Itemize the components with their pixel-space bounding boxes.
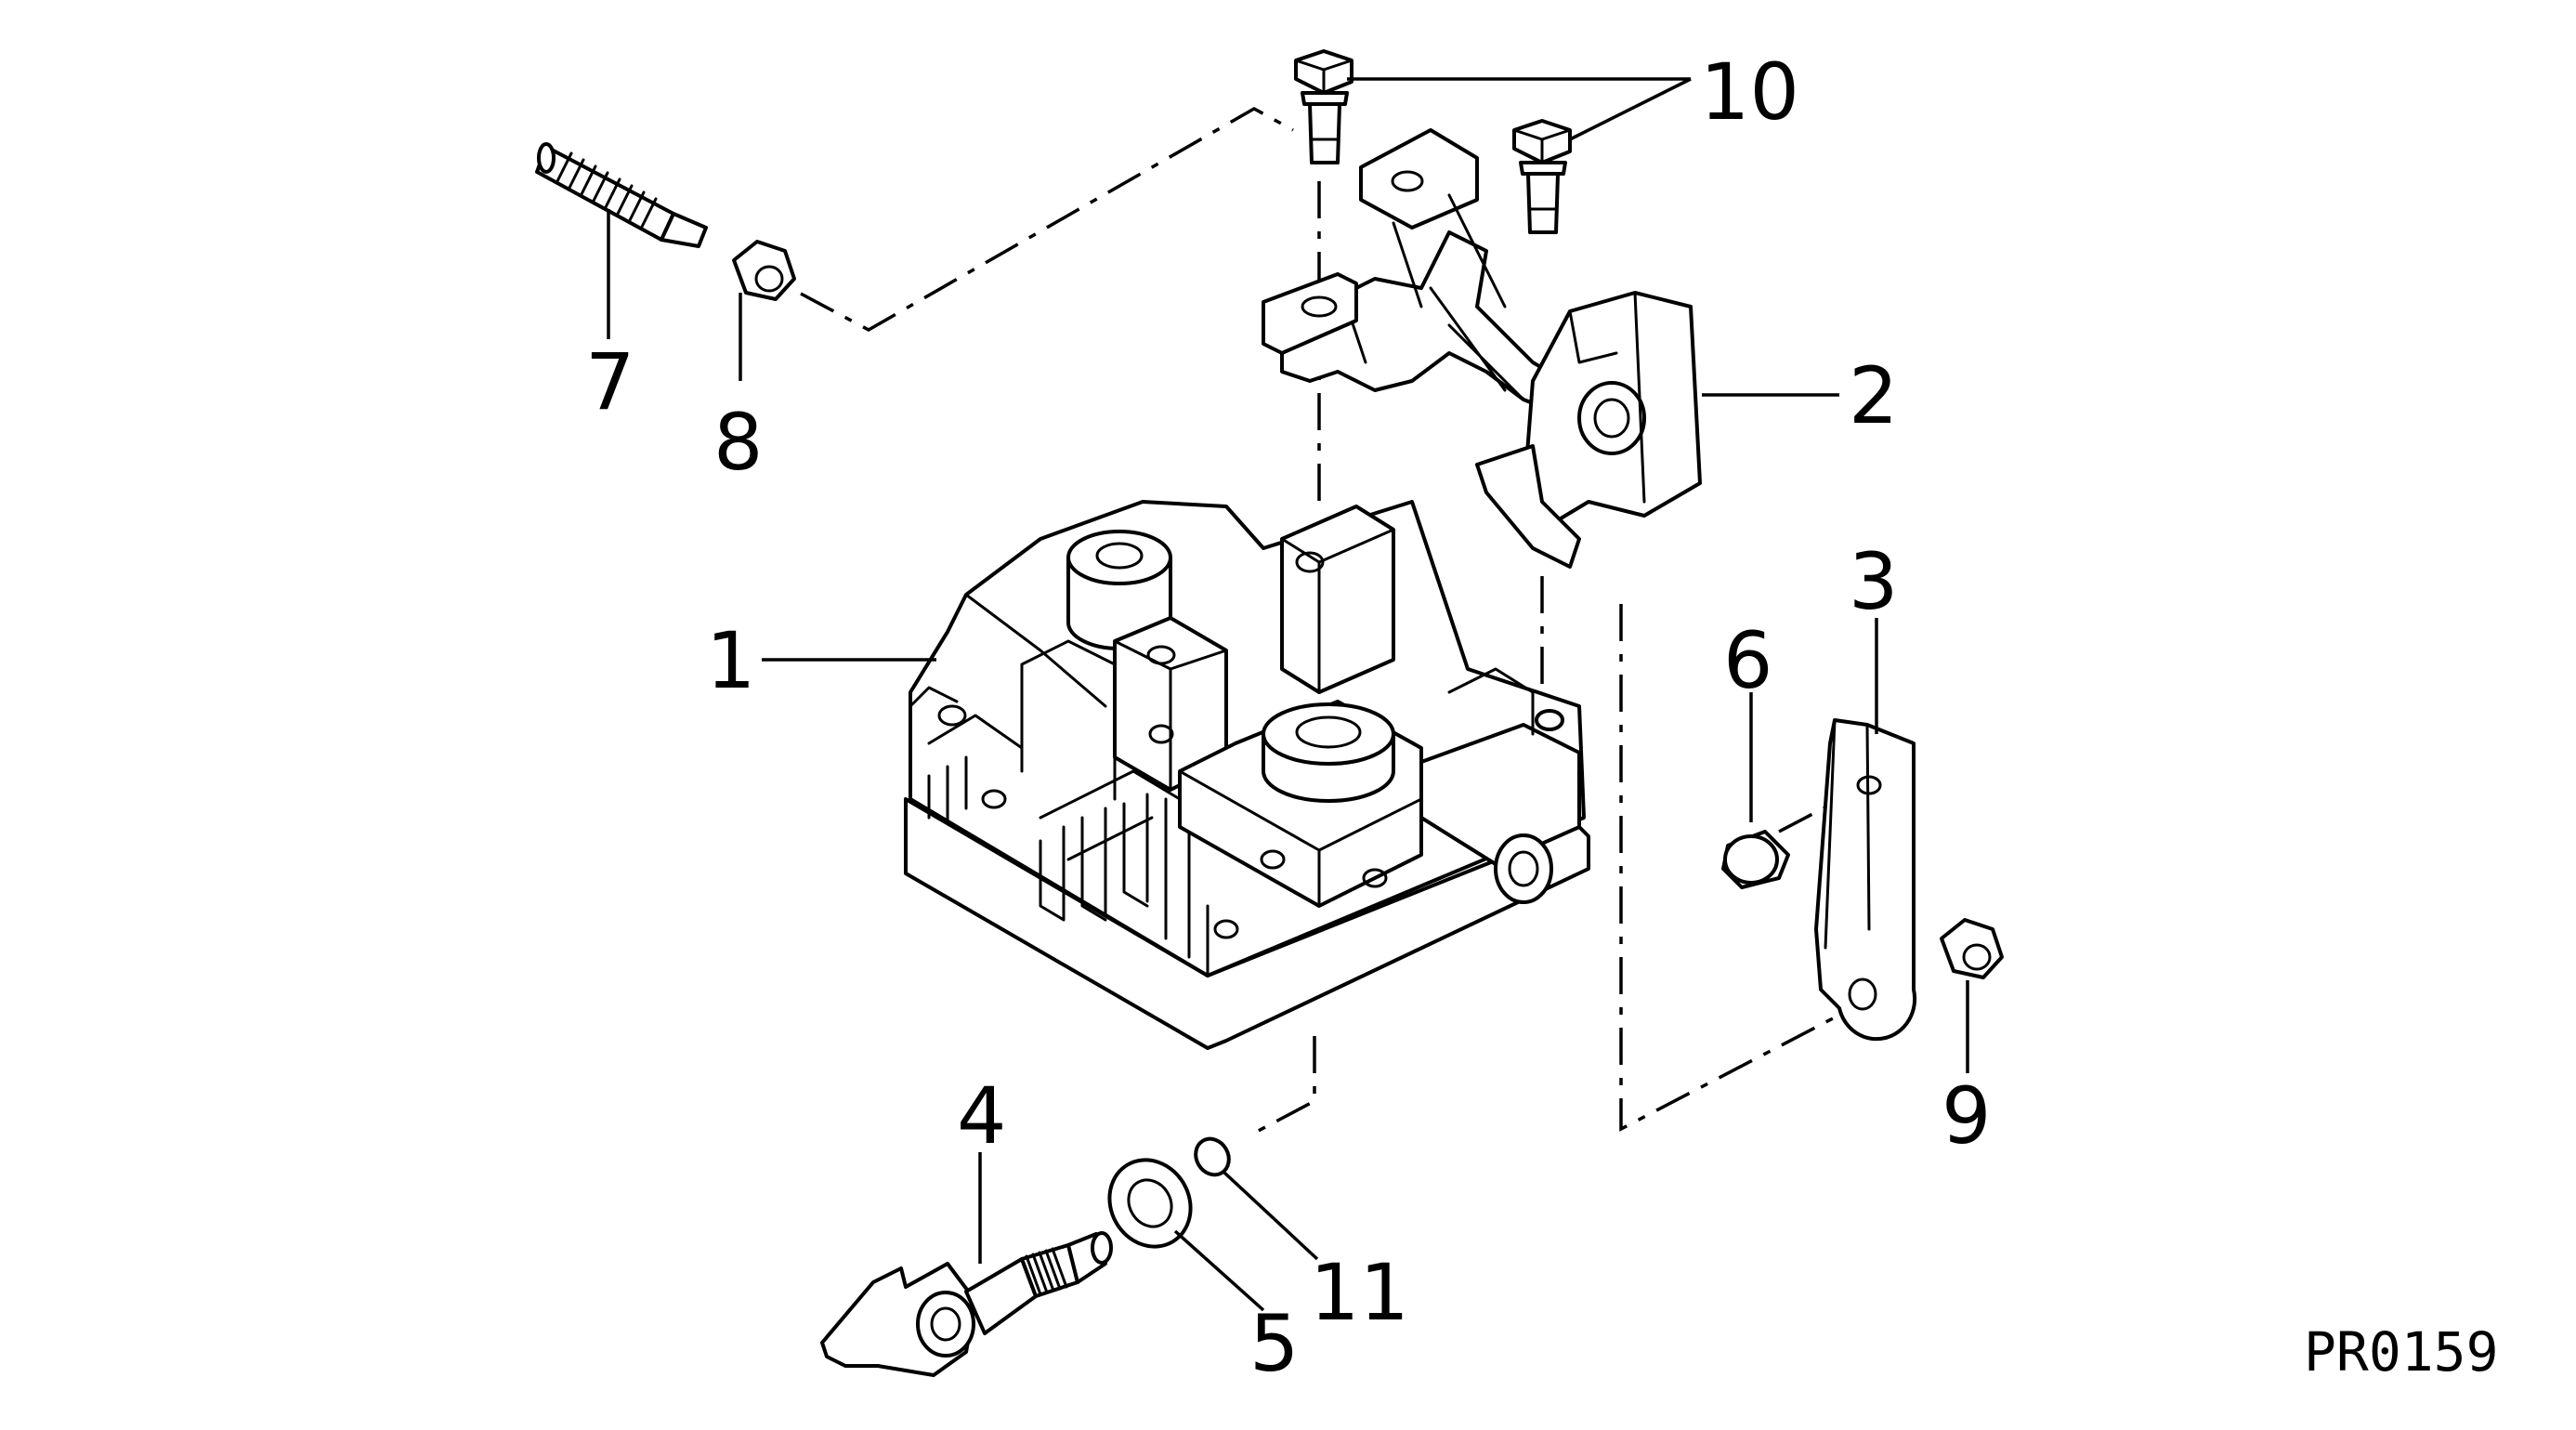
valve-body-holes — [937, 704, 1388, 939]
valve-body-base — [904, 797, 1590, 1050]
leader-5 — [1173, 1229, 1265, 1312]
plate-part — [1814, 618, 1917, 1042]
oring-part — [1194, 1136, 1319, 1261]
callout-7: 7 — [585, 336, 634, 427]
washer-outer — [1107, 1158, 1193, 1249]
screw-part — [535, 142, 708, 339]
nut-part-8 — [732, 240, 796, 381]
valve-body-towers — [1020, 505, 1395, 801]
oring — [1194, 1136, 1231, 1177]
bolt-part-a — [1294, 49, 1353, 164]
callout-6: 6 — [1723, 615, 1772, 706]
bolt-part-b — [1512, 119, 1572, 234]
leader-10 — [1347, 77, 1692, 141]
shaft-part — [820, 1152, 1113, 1377]
callout-10: 10 — [1700, 46, 1799, 138]
washer-part — [1107, 1158, 1265, 1312]
valve-body-edge — [909, 593, 1210, 977]
guide-body-to-oring — [1249, 1036, 1316, 1137]
bracket-top-lug — [1359, 128, 1479, 230]
valve-body-part — [762, 500, 1590, 1050]
callout-2: 2 — [1849, 350, 1898, 441]
cap-part — [1721, 692, 1790, 889]
callout-11: 11 — [1310, 1247, 1409, 1338]
callout-4: 4 — [957, 1070, 1006, 1161]
valve-body-front-housing — [1178, 667, 1581, 908]
washer-inner — [1127, 1178, 1173, 1228]
nut-part-9 — [1940, 918, 2004, 1073]
guide-nut-to-bolt — [800, 106, 1294, 333]
screw-thread — [556, 151, 658, 229]
plate-link — [1814, 718, 1917, 1042]
callout-8: 8 — [713, 397, 763, 488]
callout-1: 1 — [706, 615, 755, 706]
bracket-part — [1262, 128, 1839, 569]
guide-plate-loop — [1619, 604, 1836, 1132]
leader-11 — [1223, 1171, 1319, 1261]
callout-9: 9 — [1942, 1070, 1991, 1161]
bracket-tab — [1475, 444, 1581, 569]
figure-code: PR0159 — [2304, 1320, 2499, 1384]
screw-shank — [535, 145, 675, 242]
callout-3: 3 — [1849, 536, 1898, 627]
callout-numbers: 1 2 3 4 5 6 7 8 9 10 11 — [585, 46, 1991, 1389]
callout-5: 5 — [1249, 1298, 1299, 1389]
